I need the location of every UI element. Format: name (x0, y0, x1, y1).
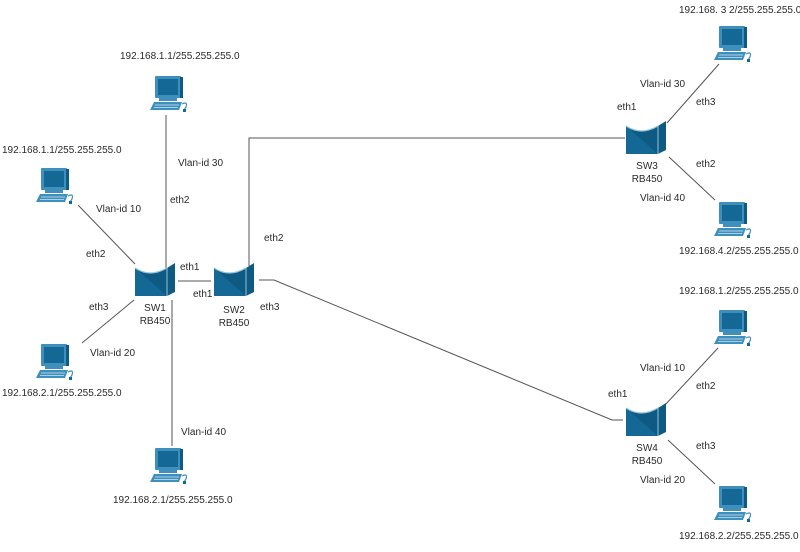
ip-label: 192.168.1.2/255.255.255.0 (679, 286, 799, 297)
switch-name: SW4 (636, 443, 658, 454)
switch-sw4[interactable] (624, 402, 668, 443)
switch-icon (625, 121, 666, 154)
vlan-label: Vlan-id 30 (178, 158, 224, 169)
vlan-label: Vlan-id 10 (640, 363, 686, 374)
host-pc-sw1-top[interactable] (146, 74, 192, 119)
ip-label: 192.168.2.1/255.255.255.0 (2, 388, 122, 399)
ip-label: 192.168.2.2/255.255.255.0 (679, 531, 799, 542)
switch-sw2-label: SW2 RB450 (209, 304, 259, 330)
host-pc-sw3-bottom[interactable] (710, 200, 756, 245)
computer-icon (36, 344, 74, 380)
switch-model: RB450 (631, 174, 663, 185)
vlan-label: Vlan-id 10 (96, 204, 142, 215)
ip-label: 192.168.1.1/255.255.255.0 (120, 51, 240, 62)
port-label: eth3 (696, 441, 716, 452)
port-label: eth2 (264, 233, 284, 244)
switch-model: RB450 (631, 456, 663, 467)
vlan-label: Vlan-id 40 (640, 193, 686, 204)
host-pc-sw4-bottom[interactable] (710, 484, 756, 529)
switch-sw2[interactable] (212, 262, 256, 303)
port-label: eth2 (696, 381, 716, 392)
switch-sw1-label: SW1 RB450 (130, 302, 180, 328)
link-sw4-pc-top (664, 347, 719, 406)
vlan-label: Vlan-id 30 (640, 79, 686, 90)
port-label: eth2 (170, 195, 190, 206)
computer-icon (150, 448, 188, 484)
computer-icon (714, 486, 752, 522)
host-pc-sw3-top[interactable] (710, 24, 756, 69)
port-label: eth3 (260, 302, 280, 313)
switch-name: SW3 (636, 161, 658, 172)
computer-icon (714, 202, 752, 238)
switch-model: RB450 (218, 318, 250, 329)
port-label: eth1 (608, 389, 628, 400)
switch-name: SW2 (223, 305, 245, 316)
switch-name: SW1 (144, 303, 166, 314)
port-label: eth2 (86, 249, 106, 260)
link-sw2-sw4 (259, 279, 623, 421)
port-label: eth3 (696, 97, 716, 108)
host-pc-sw1-bottom[interactable] (146, 446, 192, 491)
link-sw2-sw3 (248, 137, 625, 266)
switch-sw1[interactable] (133, 262, 177, 303)
port-label: eth1 (180, 262, 200, 273)
computer-icon (714, 310, 752, 346)
ip-label: 192.168. 3 2/255.255.255.0 (679, 5, 800, 16)
switch-sw3[interactable] (624, 120, 668, 161)
switch-icon (213, 263, 254, 296)
port-label: eth2 (696, 159, 716, 170)
host-pc-sw1-lowerleft[interactable] (32, 342, 78, 387)
switch-icon (625, 403, 666, 436)
computer-icon (36, 168, 74, 204)
link-sw1-pc-lowerleft (81, 299, 135, 344)
link-sw1-pc-left (77, 204, 136, 265)
vlan-label: Vlan-id 20 (640, 475, 686, 486)
switch-icon (134, 263, 175, 296)
switch-model: RB450 (139, 316, 171, 327)
host-pc-sw4-top[interactable] (710, 308, 756, 353)
port-label: eth1 (617, 102, 637, 113)
port-label: eth1 (193, 289, 213, 300)
port-label: eth3 (89, 302, 109, 313)
ip-label: 192.168.2.1/255.255.255.0 (113, 495, 233, 506)
computer-icon (714, 26, 752, 62)
link-sw3-pc-top (666, 63, 720, 124)
computer-icon (150, 76, 188, 112)
ip-label: 192.168.1.1/255.255.255.0 (2, 145, 122, 156)
ip-label: 192.168.4.2/255.255.255.0 (679, 246, 799, 257)
host-pc-sw1-left[interactable] (32, 166, 78, 211)
switch-sw4-label: SW4 RB450 (622, 442, 672, 468)
vlan-label: Vlan-id 40 (181, 427, 227, 438)
link-sw3-pc-bottom (668, 156, 716, 201)
link-sw4-pc-bottom (667, 439, 716, 485)
vlan-label: Vlan-id 20 (90, 348, 136, 359)
switch-sw3-label: SW3 RB450 (622, 160, 672, 186)
